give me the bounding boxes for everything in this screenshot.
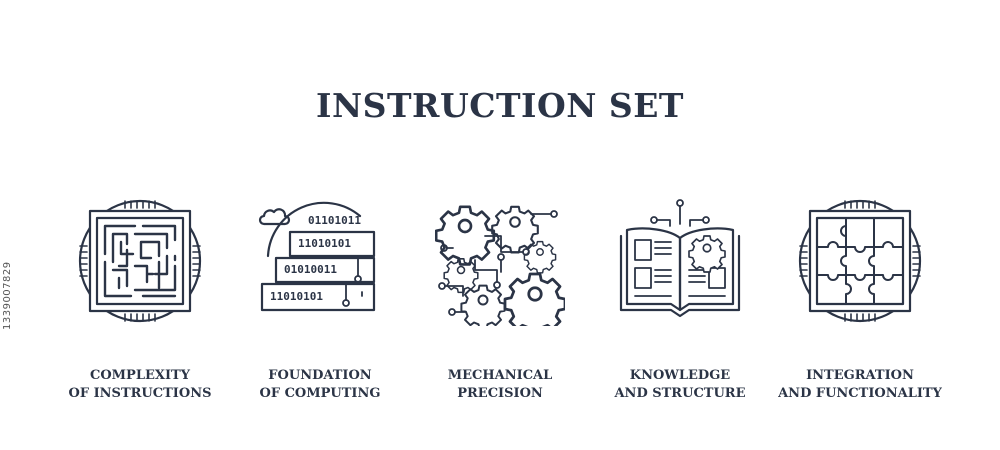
gears-network-icon: [435, 196, 565, 326]
label-line2: AND STRUCTURE: [614, 386, 746, 401]
binary-row-3: 11010101: [270, 290, 323, 303]
label-line2: OF INSTRUCTIONS: [68, 386, 212, 401]
binary-server-icon: 01101011 11010101 01010011 11010101: [250, 196, 380, 326]
puzzle-chip-icon: [795, 196, 925, 326]
label-line1: KNOWLEDGE: [629, 368, 731, 383]
label-complexity: COMPLEXITY OF INSTRUCTIONS: [45, 367, 235, 403]
diagram-title: INSTRUCTION SET: [316, 86, 684, 125]
binary-row-1: 11010101: [298, 237, 351, 250]
label-line1: COMPLEXITY: [89, 368, 190, 383]
label-line1: FOUNDATION: [268, 368, 372, 383]
label-line2: AND FUNCTIONALITY: [778, 386, 942, 401]
maze-chip-icon: [75, 196, 205, 326]
side-identifier: 1339007829: [2, 261, 13, 330]
label-integration: INTEGRATION AND FUNCTIONALITY: [765, 367, 955, 403]
binary-row-2: 01010011: [284, 263, 337, 276]
open-book-gear-icon: [615, 196, 745, 326]
label-line2: PRECISION: [457, 386, 543, 401]
label-knowledge: KNOWLEDGE AND STRUCTURE: [585, 367, 775, 403]
label-foundation: FOUNDATION OF COMPUTING: [225, 367, 415, 403]
label-line2: OF COMPUTING: [259, 386, 381, 401]
label-line1: MECHANICAL: [447, 368, 553, 383]
label-line1: INTEGRATION: [806, 368, 914, 383]
label-mechanical: MECHANICAL PRECISION: [405, 367, 595, 403]
binary-row-top: 01101011: [308, 214, 361, 227]
